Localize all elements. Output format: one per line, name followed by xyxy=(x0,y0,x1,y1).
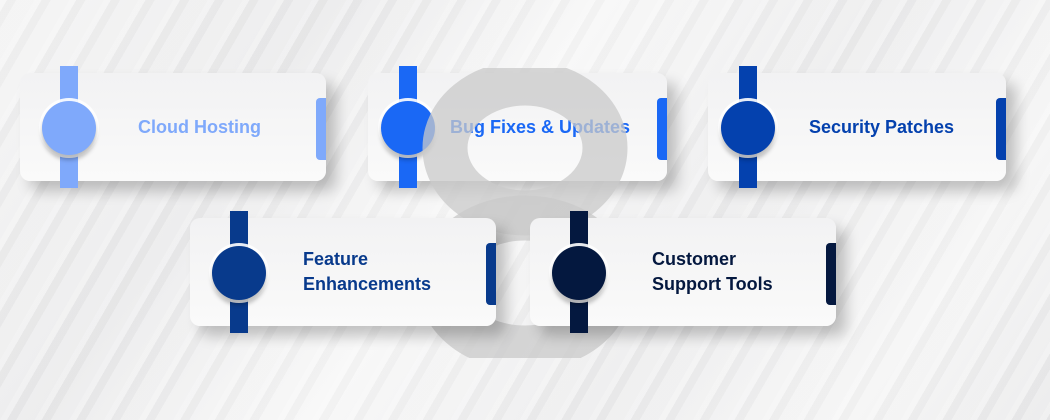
circle-marker xyxy=(212,246,266,300)
card-security-patches: Security Patches xyxy=(708,66,1006,188)
circle-marker xyxy=(552,246,606,300)
card-label: Customer Support Tools xyxy=(652,218,773,326)
side-tab xyxy=(996,98,1006,160)
card-label: Feature Enhancements xyxy=(303,218,431,326)
card-label-line-2: Support Tools xyxy=(652,274,773,294)
card-label-line-1: Feature xyxy=(303,249,369,269)
circle-marker xyxy=(721,101,775,155)
side-tab xyxy=(657,98,667,160)
card-label: Cloud Hosting xyxy=(138,116,261,137)
side-tab xyxy=(826,243,836,305)
card-label-line-2: Enhancements xyxy=(303,274,432,294)
side-tab xyxy=(316,98,326,160)
side-tab xyxy=(486,243,496,305)
card-customer-support-tools: Customer Support Tools xyxy=(530,211,836,333)
card-label: Security Patches xyxy=(809,116,955,137)
card-feature-enhancements: Feature Enhancements xyxy=(190,211,496,333)
card-cloud-hosting: Cloud Hosting xyxy=(20,66,326,188)
circle-marker xyxy=(42,101,96,155)
card-label-line-1: Customer xyxy=(652,249,737,269)
